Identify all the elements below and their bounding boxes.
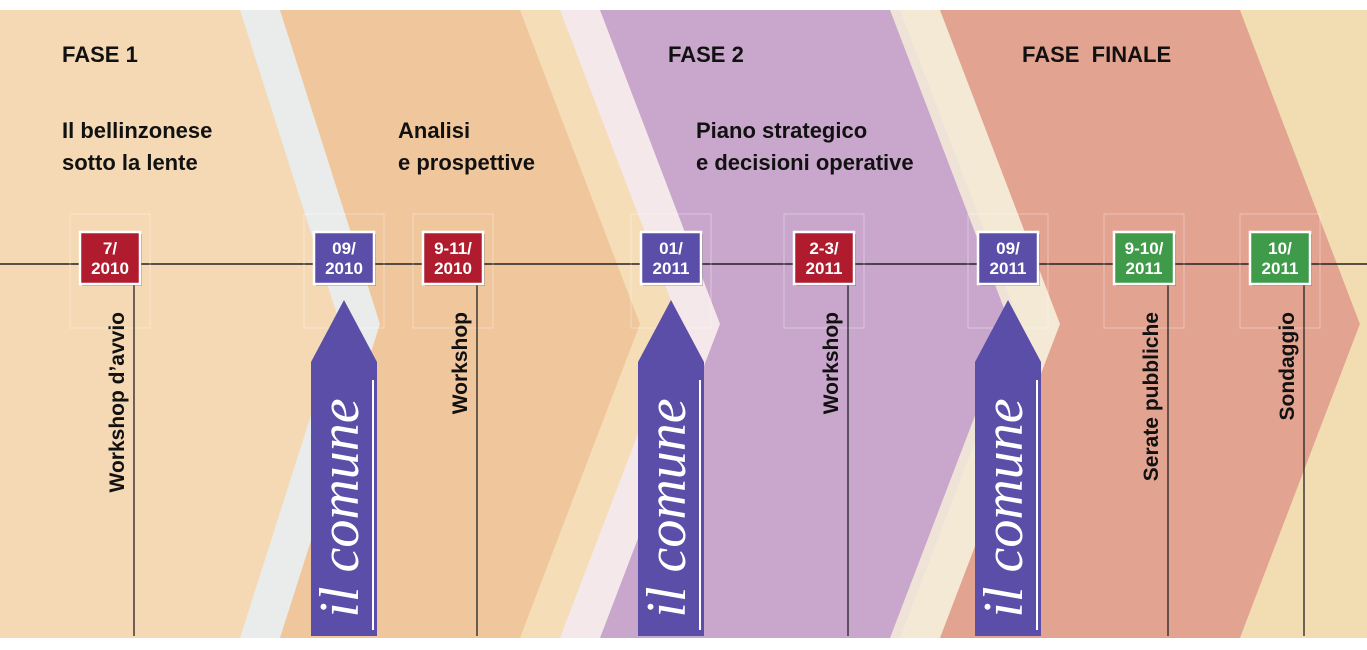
date-line2: 2010 xyxy=(91,259,129,278)
date-box xyxy=(1248,230,1312,286)
comune-logo-text: il comune xyxy=(309,398,371,617)
date-line1: 2-3/ xyxy=(809,239,839,258)
date-box xyxy=(78,230,142,286)
date-line2: 2011 xyxy=(1126,259,1163,278)
section2-line1: Analisi xyxy=(398,118,470,143)
date-line2: 2011 xyxy=(990,259,1027,278)
milestone-label: Workshop xyxy=(820,312,843,414)
date-line1: 9-11/ xyxy=(434,239,472,258)
date-line2: 2011 xyxy=(1262,259,1299,278)
section3-line2: e decisioni operative xyxy=(696,150,914,175)
milestone-frame xyxy=(1103,213,1185,329)
date-line2: 2010 xyxy=(434,259,472,278)
band-final-end xyxy=(1240,10,1367,638)
date-box xyxy=(792,230,856,286)
band-phase2 xyxy=(600,10,1020,638)
band-phase1 xyxy=(0,10,380,638)
comune-arrow xyxy=(311,300,377,636)
milestone-label: Workshop d’avvio xyxy=(106,312,129,492)
comune-logo-text: il comune xyxy=(973,398,1035,617)
milestone-frame xyxy=(412,213,494,329)
section1-line1: Il bellinzonese xyxy=(62,118,212,143)
date-box xyxy=(312,230,376,286)
date-line1: 09/ xyxy=(996,239,1020,258)
date-line1: 01/ xyxy=(659,239,683,258)
date-line1: 09/ xyxy=(332,239,356,258)
phase2-heading: FASE 2 xyxy=(668,42,744,67)
date-line1: 9-10/ xyxy=(1125,239,1164,258)
date-line2: 2011 xyxy=(806,259,843,278)
phase1-heading: FASE 1 xyxy=(62,42,138,67)
date-line2: 2010 xyxy=(325,259,363,278)
final-phase-heading: FASE FINALE xyxy=(1022,42,1171,67)
milestone-label: Serate pubbliche xyxy=(1140,312,1163,481)
band-final xyxy=(940,10,1360,638)
date-line1: 7/ xyxy=(103,239,117,258)
comune-arrow xyxy=(975,300,1041,636)
date-line2: 2011 xyxy=(653,259,690,278)
date-box xyxy=(1112,230,1176,286)
comune-logo-text: il comune xyxy=(636,398,698,617)
milestone-frame xyxy=(783,213,865,329)
milestone-label: Sondaggio xyxy=(1276,312,1299,421)
date-box xyxy=(639,230,703,286)
section2-line2: e prospettive xyxy=(398,150,535,175)
date-box xyxy=(976,230,1040,286)
section3-line1: Piano strategico xyxy=(696,118,867,143)
section1-line2: sotto la lente xyxy=(62,150,198,175)
date-box xyxy=(421,230,485,286)
comune-arrow xyxy=(638,300,704,636)
date-line1: 10/ xyxy=(1268,239,1292,258)
milestone-frame xyxy=(1239,213,1321,329)
milestone-label: Workshop xyxy=(449,312,472,414)
milestone-frame xyxy=(69,213,151,329)
